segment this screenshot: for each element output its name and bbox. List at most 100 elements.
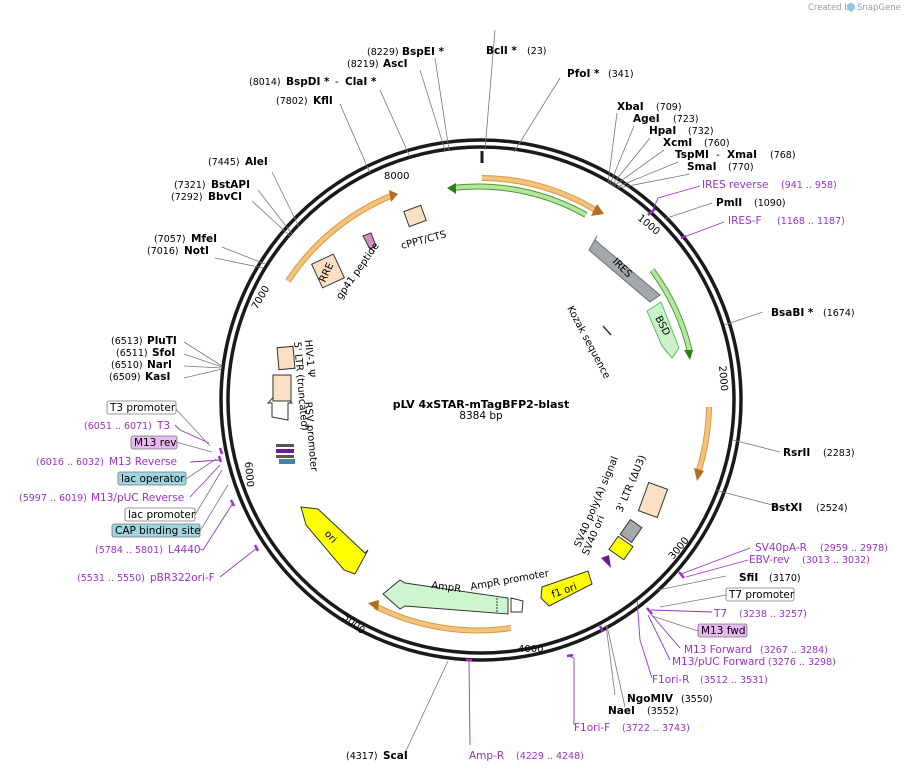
site-naei: NaeI: [608, 705, 635, 717]
site-tspmi: TspMI: [675, 149, 709, 161]
site-kfli: KflI: [313, 95, 333, 107]
primer-m13-forward-range: (3267 .. 3284): [760, 645, 828, 656]
svg-text:CAP binding site: CAP binding site: [115, 525, 201, 537]
primer-ires-reverse: IRES reverse: [702, 179, 769, 191]
primer-ires-f: IRES-F: [728, 215, 762, 227]
feature-f1-ori: [540, 570, 593, 607]
site-asci-pos: (8219): [347, 59, 379, 70]
box-leaders: [174, 407, 727, 632]
primer-ires-f-range: (1168 .. 1187): [777, 216, 845, 227]
primer-m13-puc-forward-range: (3276 .. 3298): [768, 657, 836, 668]
site-sfoi-pos: (6511): [116, 348, 148, 359]
site-tspmi-pos: (768): [770, 150, 796, 161]
primer-t7: T7: [713, 608, 727, 620]
feature-hiv-psi-label: HIV-1 Ψ: [302, 339, 316, 378]
primer-sv40pa-r: SV40pA-R: [755, 542, 807, 554]
site-xmai: XmaI: [727, 149, 757, 161]
site-asci: AscI: [383, 58, 408, 70]
feature-ampr-label: AmpR: [431, 580, 462, 595]
feature-sv40-polya: [619, 518, 643, 544]
site-pluti: PluTI: [147, 335, 177, 347]
box-t3-promoter: T3 promoter: [106, 400, 177, 415]
site-sfii-pos: (3170): [769, 573, 801, 584]
site-kfli-pos: (7802): [276, 96, 308, 107]
box-m13-fwd: M13 fwd: [697, 623, 748, 638]
site-bstapi: BstAPI: [211, 179, 250, 191]
site-xbai: XbaI: [617, 101, 644, 113]
site-sfoi: SfoI: [152, 347, 175, 359]
site-noti-pos: (7016): [147, 246, 179, 257]
svg-text:M13 fwd: M13 fwd: [701, 625, 746, 637]
credit-prefix: Created by: [808, 3, 855, 13]
backbone-outer: [219, 138, 743, 662]
primer-ebv-rev: EBV-rev: [749, 554, 790, 566]
primer-m13-reverse-range: (6016 .. 6032): [36, 457, 104, 468]
feature-rre: [310, 253, 346, 289]
svg-text:lac operator: lac operator: [121, 473, 185, 485]
primer-pbr322ori-f-range: (5531 .. 5550): [77, 573, 145, 584]
feature-ampr-promoter: [510, 597, 524, 613]
box-lac-promoter: lac promoter: [124, 507, 196, 522]
feature-m13rev-marker: [276, 449, 294, 453]
plasmid-name: pLV 4xSTAR-mTagBFP2-blast: [393, 398, 569, 411]
site-scai-pos: (4317): [346, 751, 378, 762]
svg-text:T3 promoter: T3 promoter: [109, 402, 176, 414]
site-xcmi: XcmI: [663, 137, 692, 149]
primer-m13-reverse: M13 Reverse: [109, 456, 177, 468]
tick-4000: 4000: [518, 644, 543, 655]
svg-text:lac promoter: lac promoter: [128, 509, 196, 521]
box-cap-binding-site: CAP binding site: [111, 523, 201, 538]
feature-lac-marker: [279, 459, 295, 464]
site-xcmi-pos: (760): [704, 138, 730, 149]
site-agei-pos: (723): [673, 114, 699, 125]
site-agei: AgeI: [633, 113, 660, 125]
site-bcli-pos: (23): [527, 46, 547, 57]
site-bsabi-pos: (1674): [823, 308, 855, 319]
site-ngomiv: NgoMIV: [627, 693, 674, 705]
site-smai: SmaI: [687, 161, 717, 173]
site-pmli-pos: (1090): [754, 198, 786, 209]
feature-hiv-psi: [276, 345, 296, 371]
feature-bsd: [646, 301, 680, 359]
feature-kozak-mark: [602, 325, 612, 336]
site-pfoi: PfoI *: [567, 68, 600, 80]
site-ngomiv-pos: (3550): [681, 694, 713, 705]
site-kasi-pos: (6509): [109, 372, 141, 383]
site-xbai-pos: (709): [656, 102, 682, 113]
tick-6000: 6000: [242, 461, 255, 487]
site-mfei: MfeI: [191, 233, 217, 245]
snapgene-logo-icon: [847, 3, 855, 11]
site-tspmi-sep: -: [716, 149, 720, 161]
site-sfii: SfiI: [739, 572, 758, 584]
site-bspdi-sep: -: [335, 76, 339, 88]
site-smai-pos: (770): [728, 162, 754, 173]
backbone-inner: [226, 145, 736, 655]
svg-text:M13 rev: M13 rev: [134, 437, 177, 449]
primer-f1ori-r: F1ori-R: [652, 674, 689, 686]
primer-t7-range: (3238 .. 3257): [739, 609, 807, 620]
primer-sv40pa-r-range: (2959 .. 2978): [820, 543, 888, 554]
feature-sv40-ori: [608, 535, 634, 561]
primer-t3: T3: [156, 420, 170, 432]
tick-5000: 5000: [340, 612, 367, 637]
site-nari-pos: (6510): [111, 360, 143, 371]
primer-ires-reverse-range: (941 .. 958): [781, 180, 837, 191]
primer-m13-puc-reverse: M13/pUC Reverse: [91, 492, 184, 504]
primer-leaders: [174, 185, 751, 746]
feature-5ltr: [272, 374, 292, 402]
site-bspdi: BspDI *: [286, 76, 330, 88]
plasmid-size: 8384 bp: [459, 410, 503, 422]
site-hpai-pos: (732): [688, 126, 714, 137]
feature-small-purple: [601, 555, 611, 568]
site-noti: NotI: [184, 245, 209, 257]
primer-l4440: L4440: [168, 544, 201, 556]
primer-f1ori-f-range: (3722 .. 3743): [622, 723, 690, 734]
primer-amp-r-range: (4229 .. 4248): [516, 751, 584, 762]
site-bstapi-pos: (7321): [174, 180, 206, 191]
tick-8000: 8000: [384, 171, 409, 182]
site-pfoi-pos: (341): [608, 69, 634, 80]
primer-f1ori-f: F1ori-F: [574, 722, 610, 734]
site-bcli: BclI *: [486, 45, 517, 57]
site-leaders: [183, 29, 781, 754]
